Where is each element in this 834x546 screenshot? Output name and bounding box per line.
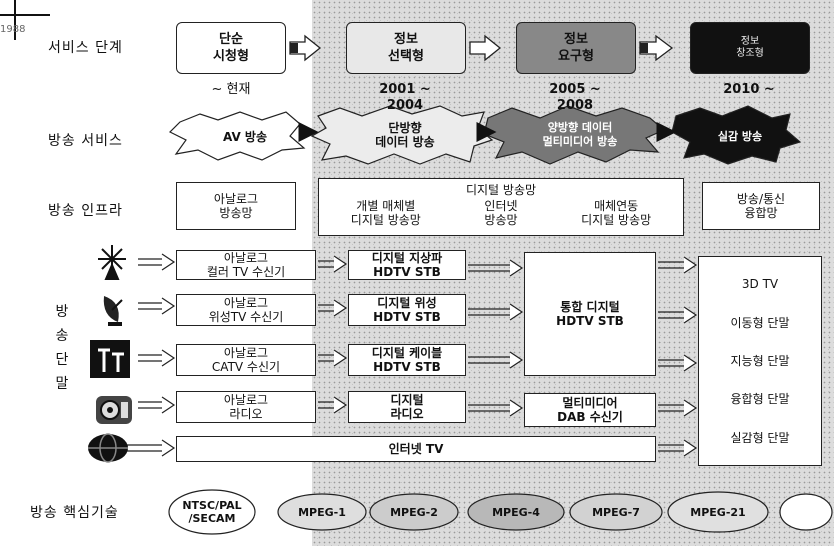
tech-mpeg-21: MPEG-21 bbox=[690, 505, 746, 519]
stb-digital-radio: 디지털 라디오 bbox=[348, 391, 466, 423]
terminal-intelligent: 지능형 단말 bbox=[730, 353, 790, 368]
infra-media-linked: 매체연동 디지털 방송망 bbox=[581, 199, 652, 227]
stage-info-request: 정보 요구형 bbox=[516, 22, 636, 74]
row-label-core-tech: 방송 핵심기술 bbox=[30, 505, 119, 521]
infra-internet: 인터넷 방송망 bbox=[484, 199, 518, 227]
core-tech-ellipses bbox=[168, 489, 833, 535]
tech-mpeg-7: MPEG-7 bbox=[592, 505, 640, 519]
stage-info-creation: 정보 창조형 bbox=[690, 22, 810, 74]
stage-simple-viewing: 단순 시청형 bbox=[176, 22, 286, 74]
burst-realistic bbox=[671, 105, 802, 165]
service-oneway-data: 단방향 데이터 방송 bbox=[375, 121, 435, 149]
internet-globe-icon bbox=[88, 433, 128, 463]
stage-year-2001: 2001 ~ 2004 bbox=[379, 82, 431, 113]
row-label-terminal-4: 말 bbox=[55, 376, 69, 392]
terminal-3d-tv: 3D TV bbox=[741, 277, 779, 292]
cable-tower-icon bbox=[90, 340, 130, 378]
stage-arrow bbox=[639, 34, 674, 62]
receiver-analog-satellite: 아날로그 위성TV 수신기 bbox=[176, 294, 316, 326]
terminal-convergence: 융합형 단말 bbox=[730, 392, 790, 407]
burst-av bbox=[168, 111, 306, 161]
row-label-terminal-1: 방 bbox=[55, 304, 69, 320]
row-label-terminal-2: 송 bbox=[55, 328, 69, 344]
stb-terrestrial: 디지털 지상파 HDTV STB bbox=[348, 250, 466, 280]
stb-cable: 디지털 케이블 HDTV STB bbox=[348, 344, 466, 376]
tech-mpeg-1: MPEG-1 bbox=[298, 505, 346, 519]
corner-mark: 1988 bbox=[0, 24, 26, 35]
stage-year-current: ~ 현재 bbox=[211, 82, 251, 97]
tech-mpeg-4: MPEG-4 bbox=[492, 505, 540, 519]
infra-analog: 아날로그 방송망 bbox=[176, 182, 296, 230]
infra-digital-per-media: 개별 매체별 디지털 방송망 bbox=[350, 199, 421, 227]
row-label-terminal-3: 단 bbox=[55, 352, 69, 368]
receiver-analog-radio: 아날로그 라디오 bbox=[176, 391, 316, 423]
infra-digital-group: 디지털 방송망 개별 매체별 디지털 방송망 인터넷 방송망 매체연동 디지털 … bbox=[318, 178, 684, 236]
service-twoway-data: 양방향 데이터 멀티미디어 방송 bbox=[542, 121, 618, 148]
radio-icon bbox=[96, 396, 132, 424]
stb-satellite: 디지털 위성 HDTV STB bbox=[348, 294, 466, 326]
service-realistic: 실감 방송 bbox=[717, 130, 763, 143]
stage-year-2005: 2005 ~ 2008 bbox=[549, 82, 601, 113]
row-label-service-stage: 서비스 단계 bbox=[48, 40, 123, 56]
internet-tv: 인터넷 TV bbox=[176, 436, 656, 462]
terminal-realistic: 실감형 단말 bbox=[730, 430, 790, 445]
satellite-dish-icon bbox=[103, 296, 123, 326]
row-label-broadcast-service: 방송 서비스 bbox=[48, 133, 123, 149]
infra-digital-header: 디지털 방송망 bbox=[465, 183, 537, 197]
row-label-broadcast-infra: 방송 인프라 bbox=[48, 203, 123, 219]
tech-mpeg-2: MPEG-2 bbox=[390, 505, 438, 519]
stage-info-selection: 정보 선택형 bbox=[346, 22, 466, 74]
dab-receiver: 멀티미디어 DAB 수신기 bbox=[524, 393, 656, 427]
terminal-mobile: 이동형 단말 bbox=[730, 315, 790, 330]
receiver-analog-catv: 아날로그 CATV 수신기 bbox=[176, 344, 316, 376]
future-terminals: 3D TV 이동형 단말 지능형 단말 융합형 단말 실감형 단말 bbox=[698, 256, 822, 466]
service-av: AV 방송 bbox=[222, 130, 268, 144]
stb-integrated: 통합 디지털 HDTV STB bbox=[524, 252, 656, 376]
receiver-analog-color-tv: 아날로그 컬러 TV 수신기 bbox=[176, 250, 316, 280]
tech-ntsc-pal-secam: NTSC/PAL /SECAM bbox=[182, 499, 242, 525]
stage-arrow bbox=[469, 34, 502, 62]
burst-oneway bbox=[310, 105, 494, 165]
stage-arrow bbox=[289, 34, 322, 62]
stage-year-2010: 2010 ~ bbox=[723, 82, 775, 97]
terminal-arrows bbox=[126, 253, 698, 457]
tech-future bbox=[786, 504, 826, 520]
antenna-icon bbox=[98, 245, 126, 280]
infra-convergence: 방송/통신 융합망 bbox=[702, 182, 820, 230]
burst-twoway bbox=[483, 105, 666, 165]
